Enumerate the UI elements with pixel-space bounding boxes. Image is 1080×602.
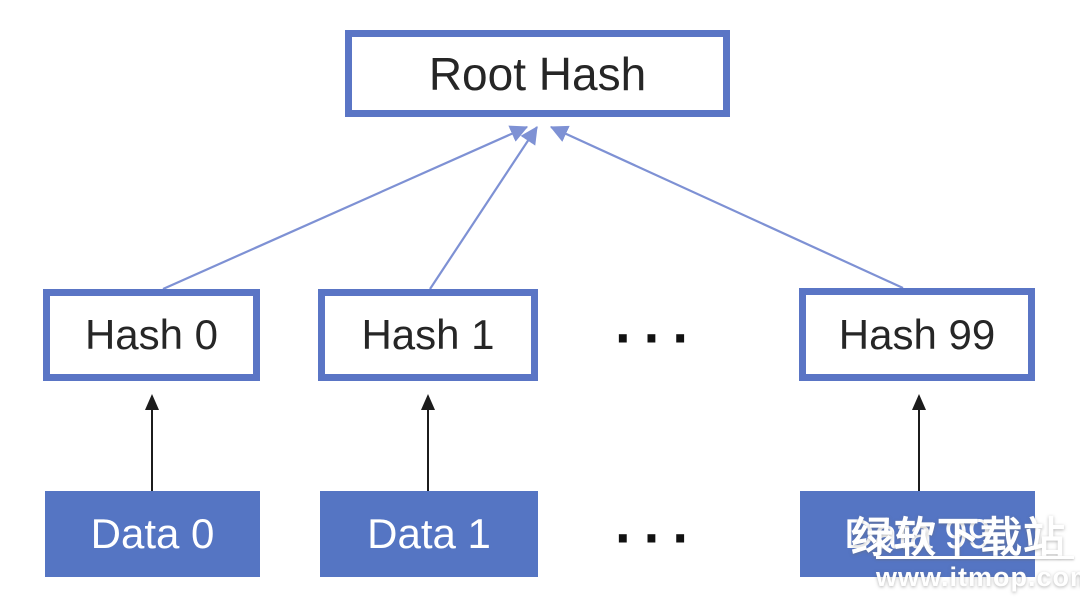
node-hash-0-label: Hash 0 (84, 311, 219, 358)
node-data-0-label: Data 0 (90, 510, 215, 557)
watermark-site-name: 绿软下载站 (851, 514, 1067, 561)
node-data-99: Data 99 (800, 491, 1035, 577)
data-row-ellipsis: ··· (615, 506, 701, 569)
node-hash-99: Hash 99 (799, 288, 1035, 381)
node-hash-1-label: Hash 1 (361, 311, 495, 358)
edge-hash1-root (429, 126, 538, 290)
node-data-1-label: Data 1 (367, 510, 491, 557)
hash-row-ellipsis: ··· (615, 306, 701, 369)
watermark-underline (876, 556, 1074, 559)
node-root-hash: Root Hash (345, 30, 730, 117)
edges-hash-to-root (162, 125, 904, 291)
edge-hash99-root (549, 125, 904, 290)
node-data-99-label: Data 99 (843, 510, 992, 557)
edge-hash0-root (162, 125, 529, 291)
node-hash-99-label: Hash 99 (838, 310, 996, 358)
node-data-1: Data 1 (320, 491, 538, 577)
node-hash-0: Hash 0 (43, 289, 260, 381)
node-data-0: Data 0 (45, 491, 260, 577)
watermark-url: www.itmop.com (876, 562, 1080, 592)
edges-data-to-hash (145, 394, 926, 491)
node-root-hash-label: Root Hash (428, 47, 647, 100)
node-hash-1: Hash 1 (318, 289, 538, 381)
